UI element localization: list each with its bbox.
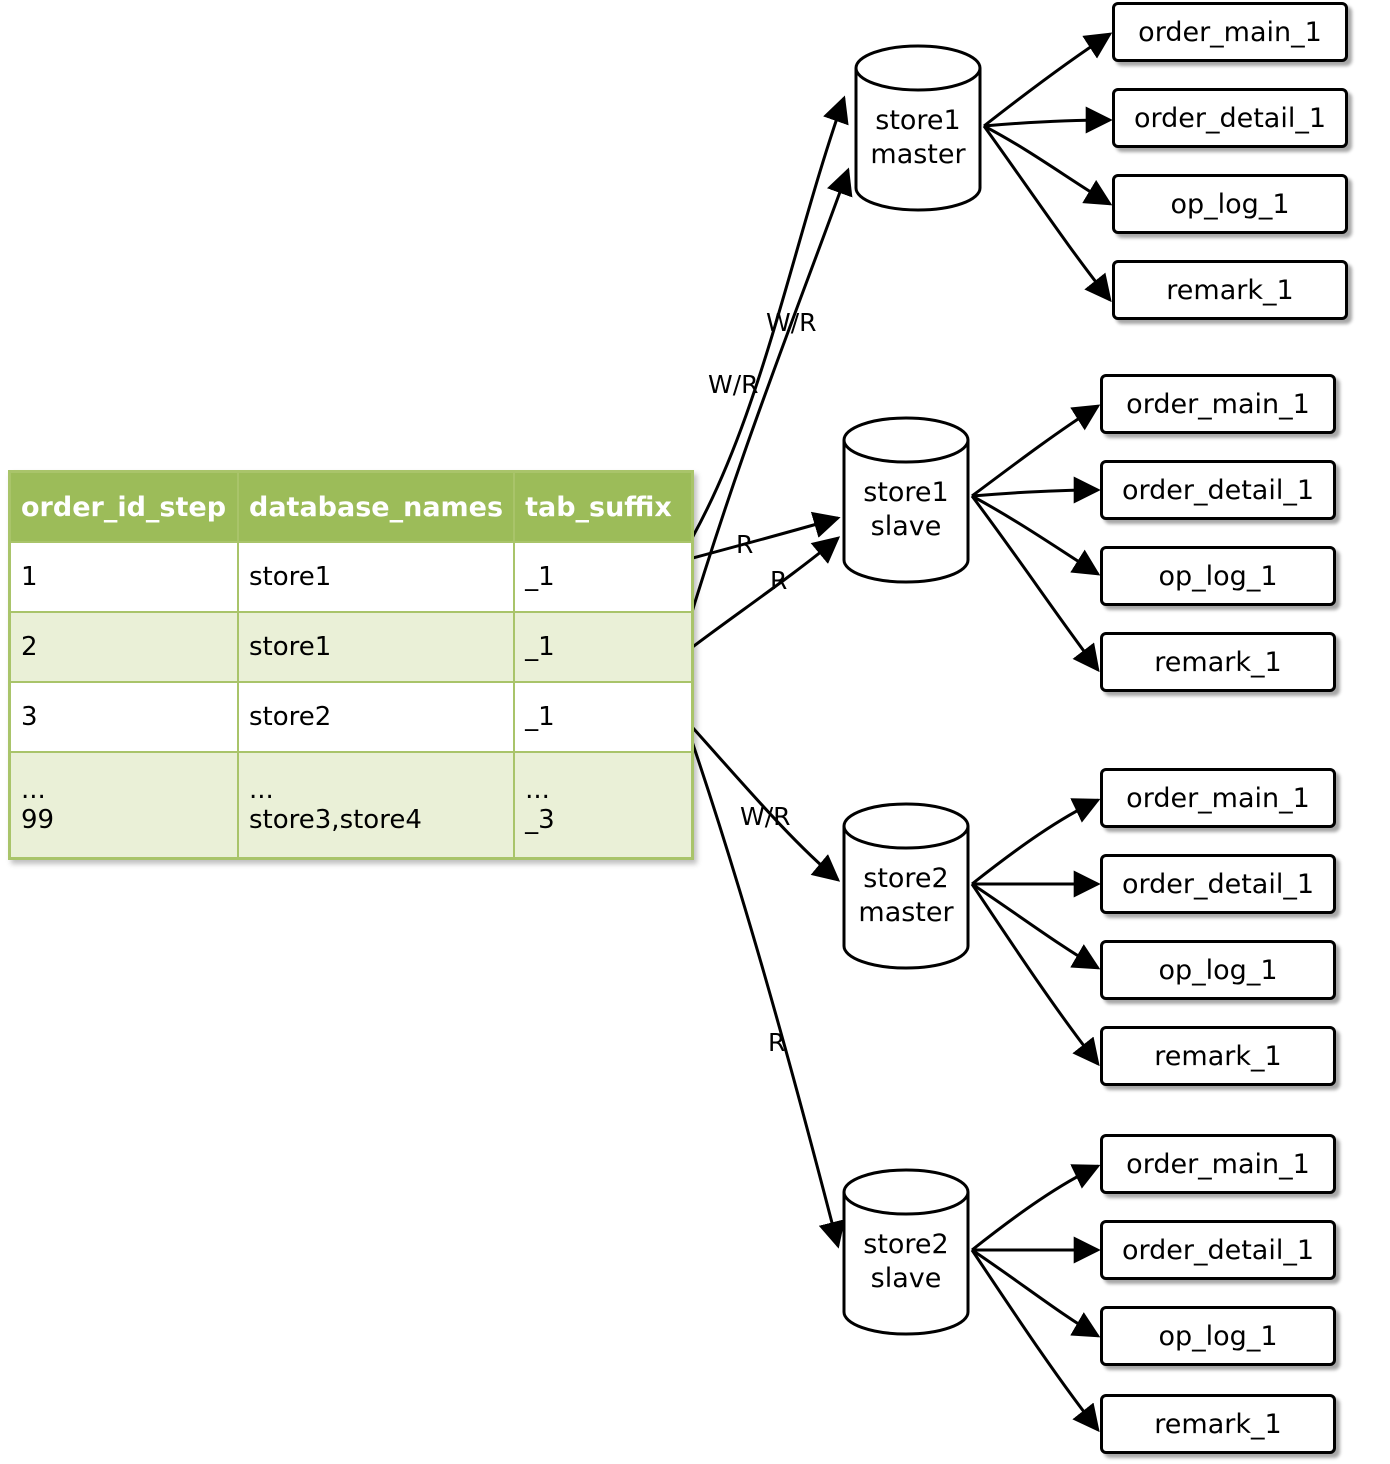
table-box-op-log: op_log_1 [1112, 174, 1348, 234]
table-cell: _1 [513, 611, 694, 683]
table-box-order-main: order_main_1 [1100, 374, 1336, 434]
edge-row3-slave [682, 717, 845, 1249]
table-header-row: order_id_step database_names tab_suffix [8, 470, 694, 543]
table-box-order-detail: order_detail_1 [1100, 1220, 1336, 1280]
database-label: store1 slave [863, 477, 949, 542]
table-cell: ... store3,store4 [236, 751, 516, 860]
edge-row1-slave [677, 511, 841, 564]
table-cell: ... 99 [8, 751, 239, 860]
routing-table: order_id_step database_names tab_suffix … [8, 470, 695, 860]
table-cell: _1 [513, 681, 694, 753]
table-box-remark: remark_1 [1100, 1026, 1336, 1086]
table-box-remark: remark_1 [1100, 1394, 1336, 1454]
database-cylinder-store2-slave: store2 slave [840, 1166, 972, 1336]
table-cell: ... _3 [513, 751, 694, 860]
table-box-order-main: order_main_1 [1100, 1134, 1336, 1194]
table-box-order-detail: order_detail_1 [1100, 460, 1336, 520]
table-box-remark: remark_1 [1112, 260, 1348, 320]
database-cylinder-store1-slave: store1 slave [840, 414, 972, 584]
table-box-op-log: op_log_1 [1100, 1306, 1336, 1366]
cylinder-shape [842, 416, 970, 584]
edge-label: W/R [740, 802, 791, 831]
table-cell: store2 [236, 681, 516, 753]
database-label: store2 slave [863, 1229, 949, 1294]
table-row: ... 99 ... store3,store4 ... _3 [8, 751, 694, 860]
database-cylinder-store1-master: store1 master [852, 42, 984, 212]
cylinder-shape [842, 802, 970, 970]
table-cell: _1 [513, 541, 694, 613]
edge-label: W/R [708, 370, 759, 399]
edge-row1-master [676, 95, 849, 563]
edge-row3-master [682, 716, 841, 882]
table-row: 2 store1 _1 [8, 611, 694, 683]
table-cell: 3 [8, 681, 239, 753]
database-label: store1 master [870, 105, 966, 170]
table-row: 1 store1 _1 [8, 541, 694, 613]
table-box-order-detail: order_detail_1 [1100, 854, 1336, 914]
edge-row2-slave [677, 536, 841, 660]
edge-row2-master [676, 167, 853, 659]
cylinder-shape [842, 1168, 970, 1336]
column-header: tab_suffix [513, 470, 694, 543]
table-cell: store1 [236, 541, 516, 613]
table-cell: 2 [8, 611, 239, 683]
edge-label: W/R [766, 308, 817, 337]
table-cell: store1 [236, 611, 516, 683]
edge-label: R [768, 1028, 786, 1057]
database-cylinder-store2-master: store2 master [840, 800, 972, 970]
table-box-order-detail: order_detail_1 [1112, 88, 1348, 148]
table-box-op-log: op_log_1 [1100, 940, 1336, 1000]
table-cell: 1 [8, 541, 239, 613]
column-header: order_id_step [8, 470, 239, 543]
table-box-order-main: order_main_1 [1100, 768, 1336, 828]
table-row: 3 store2 _1 [8, 681, 694, 753]
table-box-op-log: op_log_1 [1100, 546, 1336, 606]
edge-label: R [770, 566, 788, 595]
table-box-order-main: order_main_1 [1112, 2, 1348, 62]
table-box-remark: remark_1 [1100, 632, 1336, 692]
database-label: store2 master [858, 863, 954, 928]
column-header: database_names [236, 470, 516, 543]
edge-label: R [736, 530, 754, 559]
cylinder-shape [854, 44, 982, 212]
